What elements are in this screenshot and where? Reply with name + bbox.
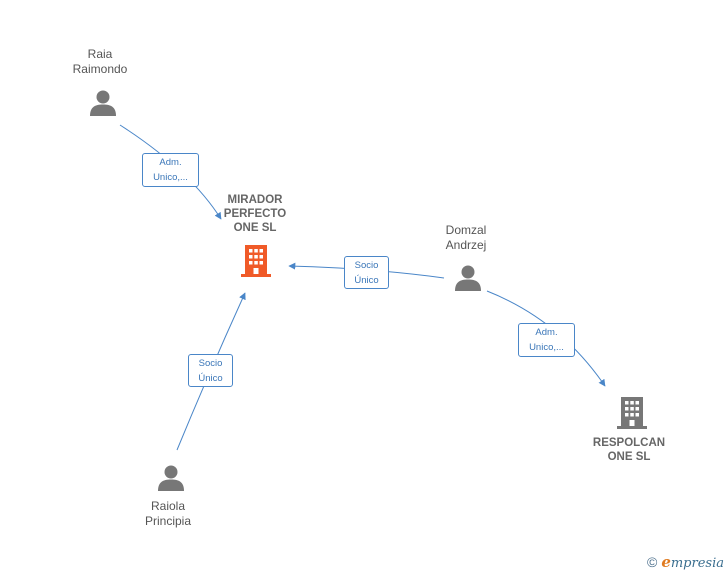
brand-logo[interactable]: empresia [661, 553, 724, 571]
person-icon[interactable] [453, 263, 483, 293]
node-label-respolcan[interactable]: RESPOLCAN ONE SL [592, 437, 666, 463]
node-label-domzal-andrzej[interactable]: Domzal Andrzej [445, 223, 487, 252]
edge-label-socio-unico[interactable]: Socio Único [188, 354, 233, 387]
edge-label-socio-unico[interactable]: Socio Único [344, 256, 389, 289]
building-icon[interactable] [240, 244, 272, 278]
brand-name: mpresia [670, 556, 724, 571]
copyright-icon: © [646, 554, 658, 570]
brand-initial: e [661, 553, 671, 571]
building-icon[interactable] [616, 396, 648, 430]
footer-branding: © empresia [647, 553, 724, 571]
node-label-raiola-principia[interactable]: Raiola Principia [144, 499, 192, 528]
edge-label-adm-unico[interactable]: Adm. Unico,... [518, 323, 575, 357]
person-icon[interactable] [88, 88, 118, 118]
node-label-mirador-perfecto[interactable]: MIRADOR PERFECTO ONE SL [223, 194, 287, 234]
edge-label-adm-unico[interactable]: Adm. Unico,... [142, 153, 199, 187]
person-icon[interactable] [156, 463, 186, 493]
node-label-raia-raimondo[interactable]: Raia Raimondo [72, 47, 128, 76]
